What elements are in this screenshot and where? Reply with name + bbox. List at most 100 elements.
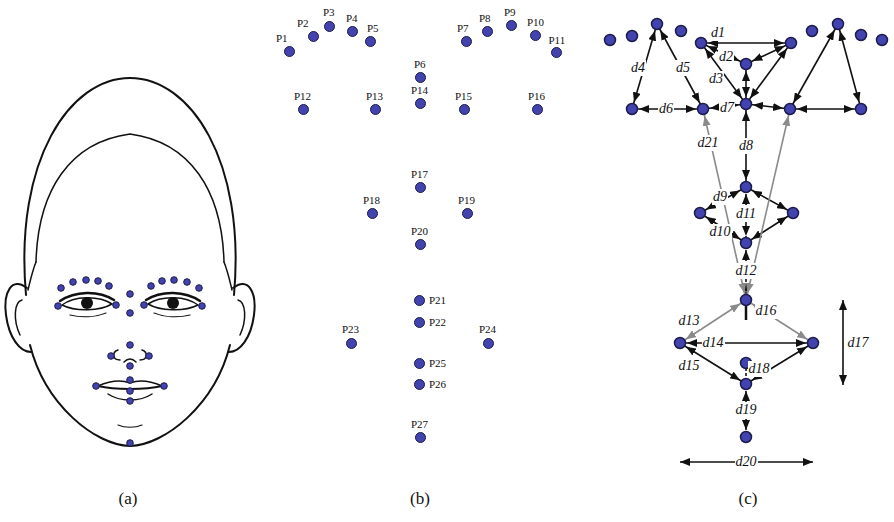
landmark-dot [676, 26, 687, 37]
jaw-outline [30, 345, 230, 446]
landmark-point: P19 [458, 195, 476, 206]
landmark-dot [605, 35, 616, 46]
landmark-point: P13 [366, 91, 384, 102]
panel-label: (b) [410, 490, 430, 509]
landmark-dot [127, 342, 134, 349]
landmark-dot [459, 104, 470, 115]
landmark-dot [833, 19, 844, 30]
landmark-dot [788, 208, 799, 219]
landmark-dot [55, 303, 62, 310]
landmark-point: P10 [527, 17, 545, 28]
landmark-point: P1 [276, 33, 288, 44]
landmark-dot [127, 291, 134, 298]
distance-arrow [746, 43, 791, 64]
landmark-dot [95, 278, 102, 285]
landmark-point: P27 [411, 419, 429, 430]
hairline [224, 262, 232, 290]
point-label: P22 [429, 317, 447, 328]
landmark-dot [506, 20, 517, 31]
landmark-dot [414, 295, 425, 306]
landmark-dot [127, 398, 134, 405]
landmark-dot [652, 19, 663, 30]
distance-arrow [746, 343, 813, 384]
landmark-dot [70, 279, 77, 286]
landmark-dot [741, 432, 752, 443]
distance-label: d13 [678, 313, 701, 328]
ear-outline [5, 284, 31, 352]
landmark-dot [877, 35, 888, 46]
landmark-dot [415, 432, 426, 443]
point-label: P24 [479, 324, 497, 335]
landmark-point: P9 [504, 7, 516, 18]
landmark-dot [365, 36, 376, 47]
point-label: P1 [276, 33, 288, 44]
landmark-dot [415, 239, 426, 250]
ear-inner [238, 300, 245, 335]
distance-label: d15 [678, 358, 701, 373]
landmark-point: P20 [411, 226, 429, 237]
nose-line [124, 359, 136, 362]
landmark-point: P3 [323, 7, 335, 18]
distance-arrow [746, 43, 791, 104]
landmark-dot [308, 31, 319, 42]
distance-label: d8 [738, 138, 754, 153]
landmark-dot [741, 238, 752, 249]
landmark-dot [127, 388, 134, 395]
landmark-dot [462, 208, 473, 219]
landmark-point: P26 [429, 379, 447, 390]
landmark-dot [106, 283, 113, 290]
landmark-dot [367, 208, 378, 219]
landmark-point: P21 [429, 295, 447, 306]
landmark-dot [414, 358, 425, 369]
distance-label: d19 [735, 402, 758, 417]
point-label: P27 [411, 419, 429, 430]
distance-label: d17 [847, 335, 870, 350]
eyelid-line [154, 313, 190, 317]
eye-outline [62, 298, 112, 310]
distance-label: d5 [675, 60, 691, 75]
distance-arrow [657, 24, 703, 109]
landmark-dot [856, 104, 867, 115]
landmark-dot [856, 30, 867, 41]
landmark-dot [695, 208, 706, 219]
ear-outline [229, 284, 255, 352]
point-label: P18 [363, 195, 381, 206]
landmark-dot [196, 285, 203, 292]
distance-label: d10 [709, 224, 732, 239]
point-label: P15 [455, 91, 473, 102]
distance-arrow [701, 43, 746, 64]
panel-label: (a) [119, 490, 138, 509]
point-label: P6 [414, 59, 426, 70]
distance-arrow [746, 104, 790, 109]
distance-arrow [701, 43, 746, 104]
landmark-point: P14 [411, 85, 429, 96]
distance-label: d7 [719, 100, 735, 115]
landmark-point: P25 [429, 358, 447, 369]
landmark-dot [415, 182, 426, 193]
distance-arrow [790, 24, 838, 109]
landmark-dot [741, 99, 752, 110]
landmark-dot [807, 26, 818, 37]
landmark-point: P4 [346, 13, 358, 24]
landmark-dot [141, 302, 148, 309]
landmark-point: P24 [479, 324, 497, 335]
landmark-dot [415, 98, 426, 109]
distance-arrow [842, 300, 844, 385]
landmark-dot [461, 36, 472, 47]
landmark-dot [127, 363, 134, 370]
landmark-dot [530, 30, 541, 41]
landmark-dot [284, 46, 295, 57]
landmark-point: P6 [414, 59, 426, 70]
landmark-dot [298, 104, 309, 115]
point-label: P11 [549, 35, 566, 46]
landmark-dot [58, 285, 65, 292]
point-label: P16 [528, 91, 546, 102]
point-label: P26 [429, 379, 447, 390]
distance-label: d1 [710, 25, 726, 40]
point-label: P12 [294, 91, 312, 102]
landmark-dot [414, 317, 425, 328]
landmark-dot [146, 353, 153, 360]
ear-inner [15, 300, 22, 335]
landmark-point: P7 [457, 23, 469, 34]
